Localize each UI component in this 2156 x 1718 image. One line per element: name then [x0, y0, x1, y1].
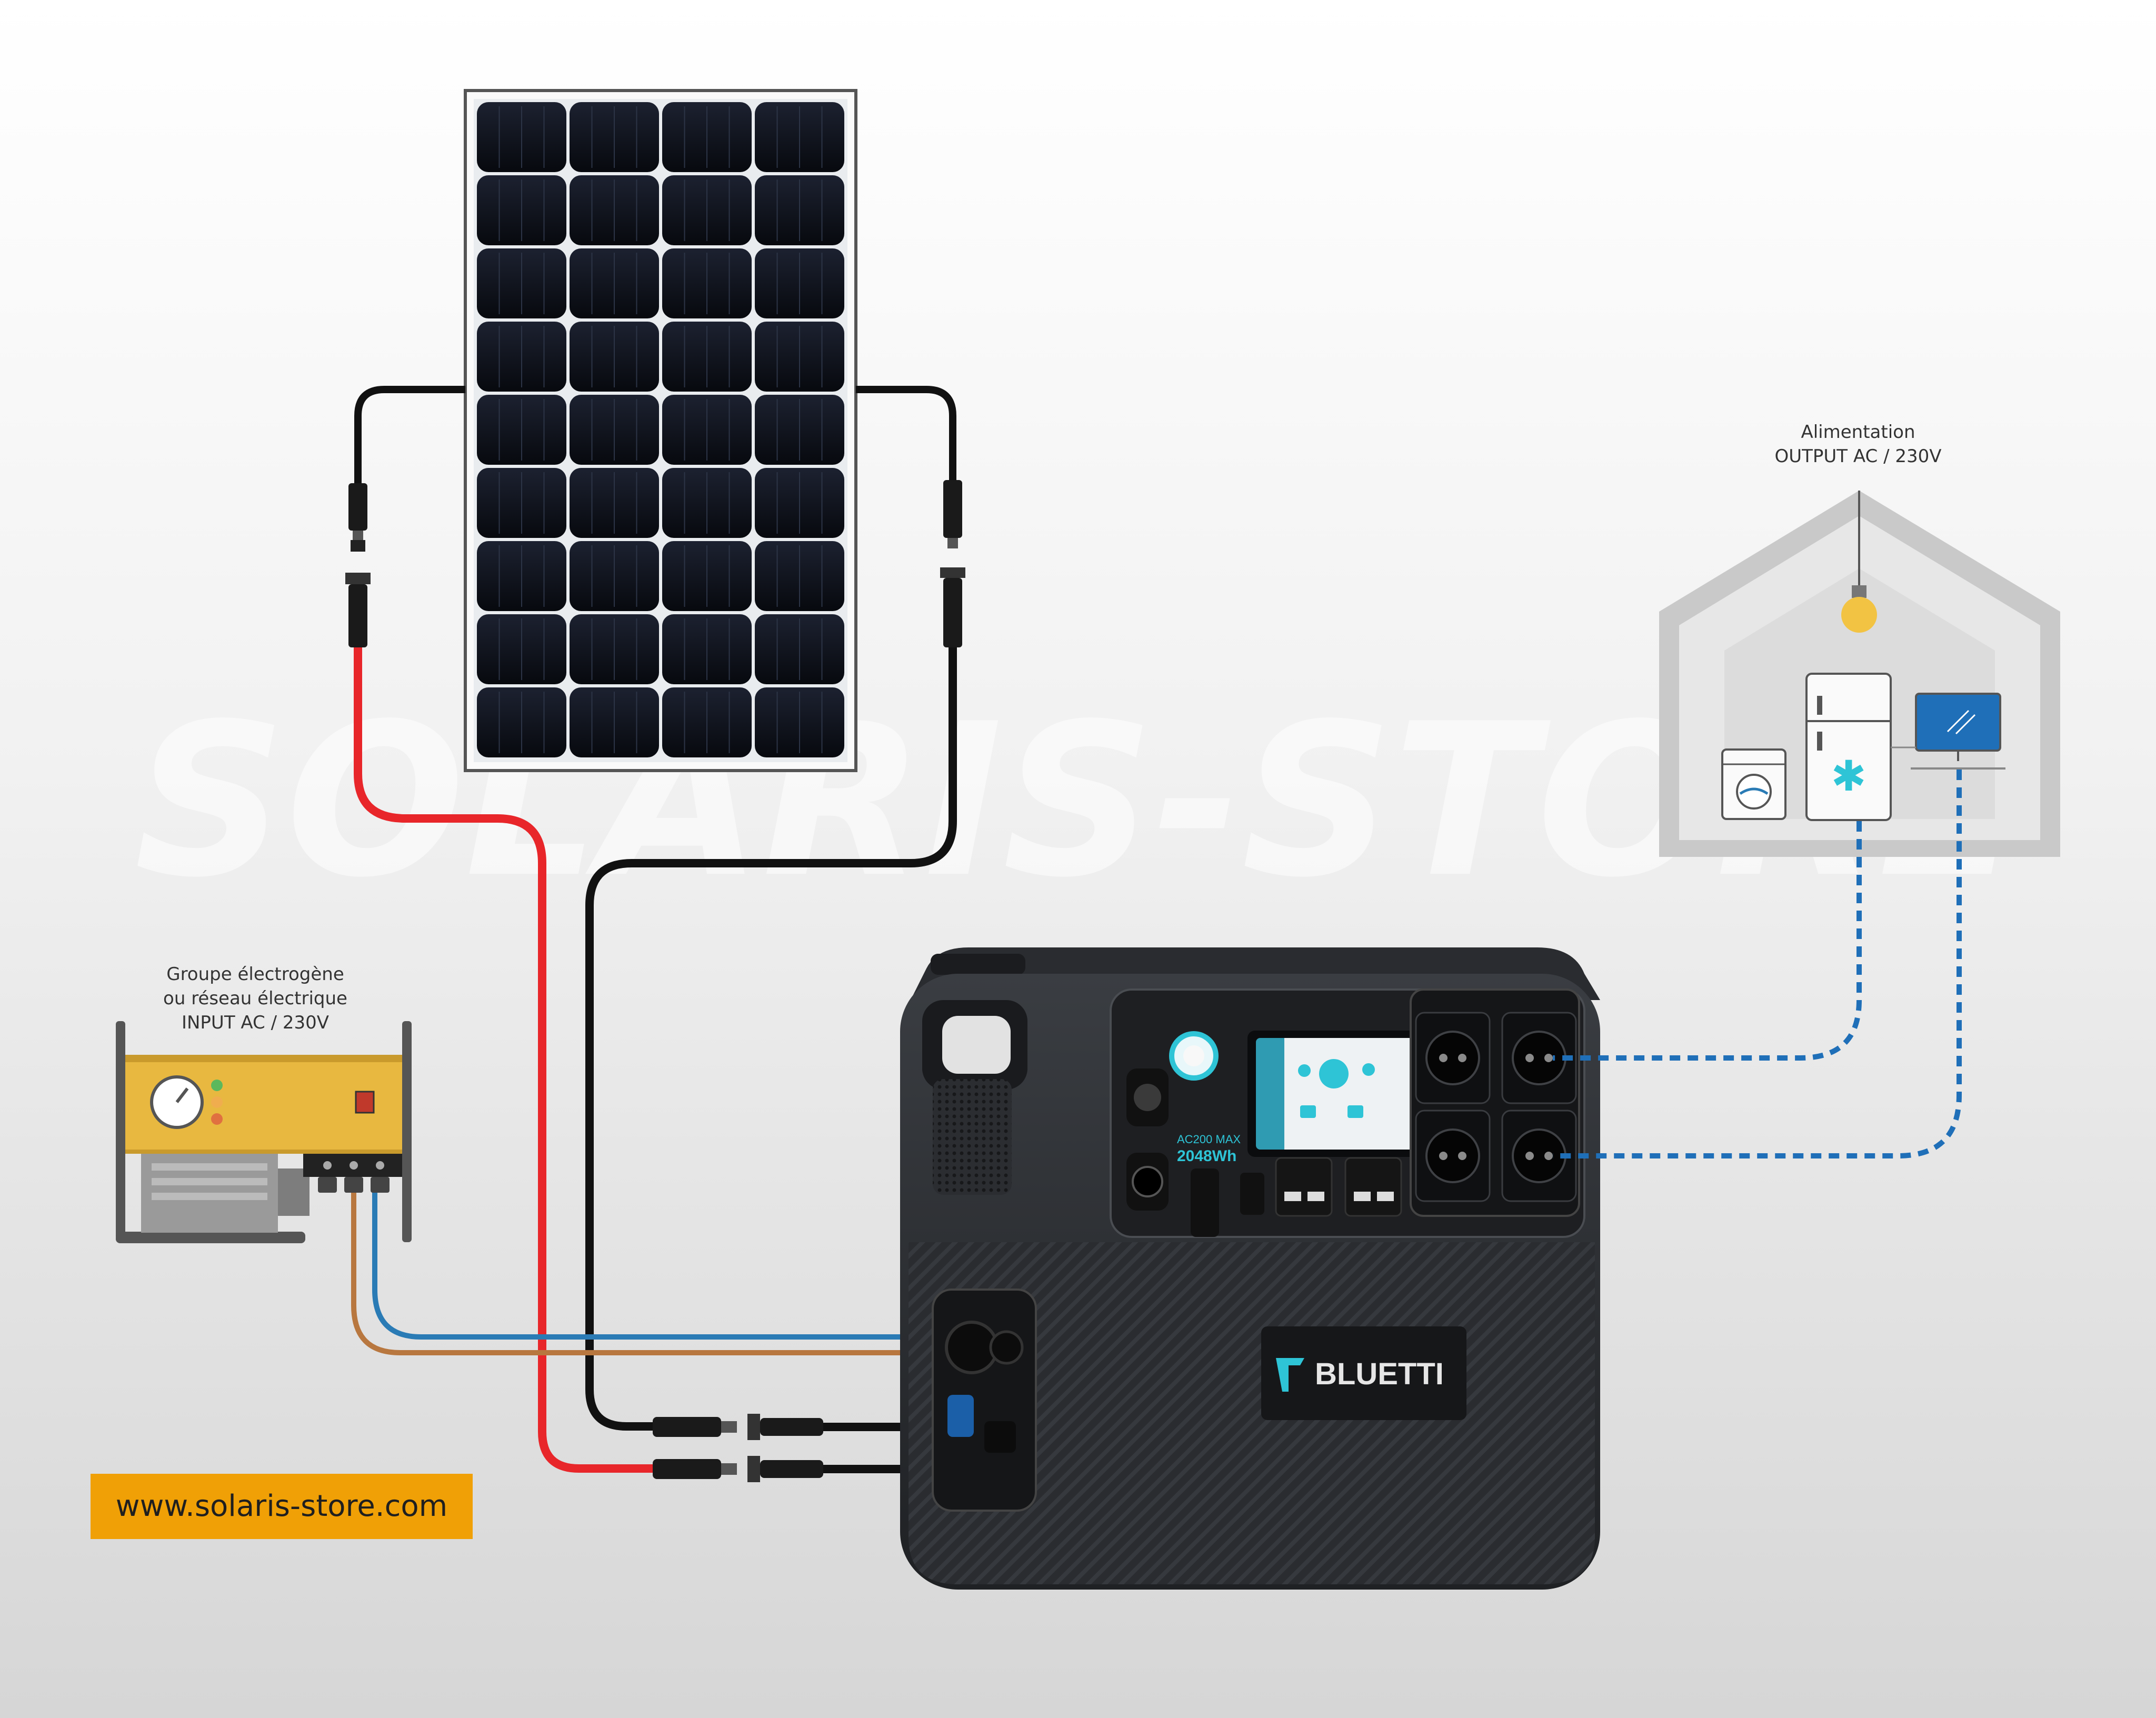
ac-outlet-pin-hole: [1458, 1054, 1466, 1062]
ac-output-line-2: [1553, 770, 1962, 1158]
ac-outlet-pin-hole: [1525, 1054, 1534, 1062]
washing-machine-icon: [1721, 748, 1786, 820]
ac-input-cable-blue: [372, 1193, 953, 1340]
ac-outlet-pin-hole: [1439, 1152, 1448, 1160]
ac-outlet-pin-hole: [1544, 1152, 1553, 1160]
ac-outlet: [1512, 1128, 1566, 1183]
solar-panel-icon: [464, 89, 857, 772]
solar-cells: [477, 102, 844, 757]
monitor-icon: [1891, 693, 2005, 770]
ac-outlet: [1512, 1031, 1566, 1085]
station-brand-label: BLUETTI: [1315, 1357, 1444, 1391]
ac-outlet-pin-hole: [1439, 1054, 1448, 1062]
ac-outlet: [1425, 1031, 1480, 1085]
fridge-icon: ✱: [1805, 673, 1892, 821]
generator-label-line: Groupe électrogène: [166, 964, 344, 985]
generator-icon: [116, 1021, 412, 1243]
positive-cable: [354, 647, 658, 1473]
station-model-label: AC200 MAX: [1177, 1133, 1241, 1146]
house-label-line: Alimentation: [1801, 422, 1915, 443]
ac-outlet: [1425, 1128, 1480, 1183]
mc4-connector-icon: [940, 480, 965, 647]
ac-input-cable-brown: [351, 1193, 953, 1355]
light-bulb-icon: [1841, 585, 1877, 633]
ac-outlet-pin-hole: [1458, 1152, 1466, 1160]
website-badge[interactable]: www.solaris-store.com: [91, 1474, 473, 1539]
generator-label: Groupe électrogène ou réseau électrique …: [121, 962, 390, 1035]
panel-positive-lead: [856, 386, 956, 484]
ac-outlet-pin-hole: [1525, 1152, 1534, 1160]
generator-label-line: INPUT AC / 230V: [181, 1012, 330, 1033]
panel-negative-lead: [354, 386, 465, 490]
ac-output-line-1: [1553, 821, 1862, 1061]
power-station-icon: AC200 MAX 2048Wh BLUETTI: [900, 947, 1600, 1590]
svg-text:✱: ✱: [1831, 752, 1866, 801]
negative-cable: [585, 647, 957, 1431]
mc4-connector-icon: [345, 483, 371, 647]
house-label-line: OUTPUT AC / 230V: [1774, 446, 1942, 467]
ac-outlet-pin-hole: [1544, 1054, 1553, 1062]
station-capacity-label: 2048Wh: [1177, 1147, 1236, 1165]
house-label: Alimentation OUTPUT AC / 230V: [1726, 420, 1990, 468]
generator-label-line: ou réseau électrique: [163, 988, 347, 1009]
